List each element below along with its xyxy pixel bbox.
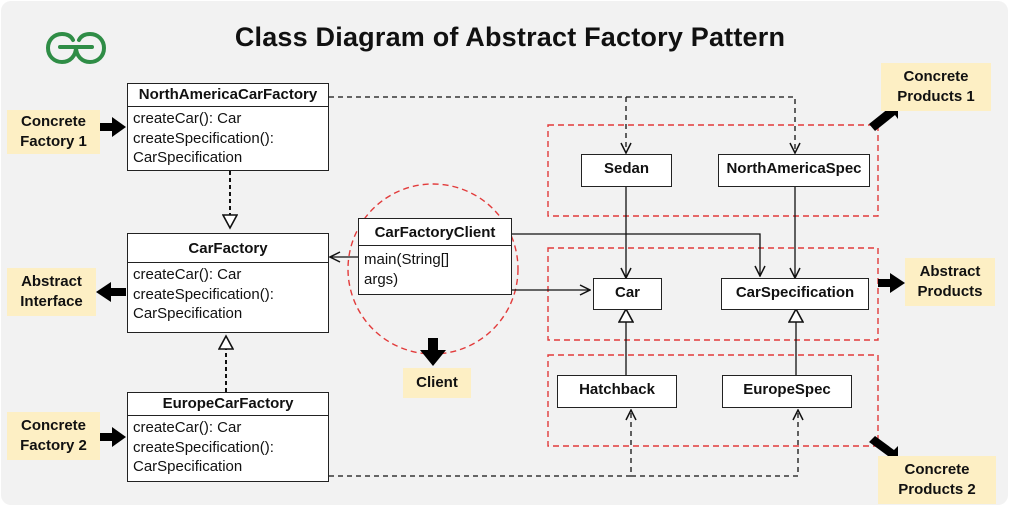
note-concrete-factory-1: Concrete Factory 1 [7,110,100,154]
class-north-america-car-factory: NorthAmericaCarFactory createCar(): Car … [127,83,329,171]
note-abstract-interface: Abstract Interface [7,268,96,316]
class-name: Car [614,284,640,301]
method-text: createCar(): Car [133,266,242,283]
na-factory-to-naspec-dependency [626,96,795,153]
class-name: Hatchback [579,381,655,398]
note-abstract-products: Abstract Products [905,258,995,306]
class-name: EuropeCarFactory [128,393,328,416]
page-title: Class Diagram of Abstract Factory Patter… [234,22,786,52]
arrow-abstract-products [878,273,905,293]
note-concrete-factory-2: Concrete Factory 2 [7,412,100,460]
method-text: CarSpecification [133,305,243,322]
note-concrete-products-2: Concrete Products 2 [878,456,996,504]
arrow-client [420,338,446,366]
method-text: main(String[] [364,251,450,268]
method-text: args) [364,270,399,288]
class-car-specification: CarSpecification [720,278,870,311]
class-name: CarSpecification [735,284,855,301]
method-text: CarSpecification [133,149,243,166]
class-name: CarFactory [128,234,328,263]
class-north-america-spec: NorthAmericaSpec [717,154,871,188]
class-europe-car-factory: EuropeCarFactory createCar(): Car create… [127,392,329,482]
method-text: createSpecification(): [133,129,274,147]
class-car: Car [592,278,663,311]
method-text: createCar(): Car [133,110,242,127]
arrow-abstract-interface [96,282,126,302]
class-sedan: Sedan [580,154,673,188]
arrow-concrete-factory-1 [100,117,126,137]
client-to-carspec-association [512,233,760,276]
class-name: NorthAmericaCarFactory [128,84,328,107]
arrow-concrete-products-2 [869,436,898,460]
class-car-factory-client: CarFactoryClient main(String[] args) [358,218,512,295]
class-hatchback: Hatchback [556,375,678,409]
concrete-products-1-group [547,124,879,217]
note-concrete-products-1: Concrete Products 1 [881,63,991,111]
method-text: createCar(): Car [133,419,242,436]
method-text: CarSpecification [133,458,243,475]
abstract-products-group [547,247,879,341]
europe-factory-to-europespec-dependency [631,410,798,477]
class-europe-spec: EuropeSpec [721,375,853,409]
method-text: createSpecification(): [133,285,274,303]
class-name: Sedan [603,160,649,177]
note-client: Client [403,368,471,398]
gfg-logo-icon [45,31,107,65]
class-name: EuropeSpec [743,381,831,398]
class-car-factory: CarFactory createCar(): Car createSpecif… [127,233,329,333]
method-text: createSpecification(): [133,438,274,456]
concrete-products-2-group [547,354,879,447]
class-name: CarFactoryClient [359,219,511,246]
class-name: NorthAmericaSpec [726,160,862,177]
arrow-concrete-factory-2 [100,427,126,447]
